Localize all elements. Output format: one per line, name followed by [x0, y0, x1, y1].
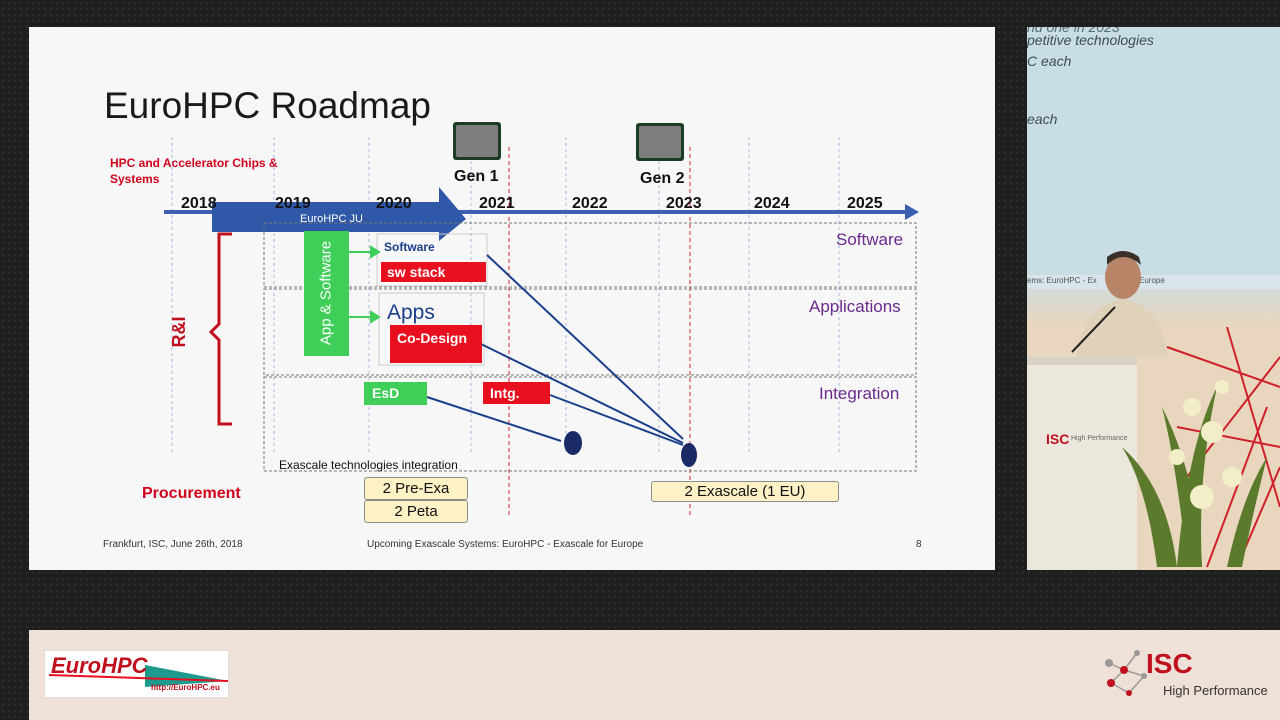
row-label-applications: Applications	[809, 297, 901, 316]
speaker-body	[1077, 299, 1167, 357]
screen-caption: ems: EuroHPC - Ex	[1027, 276, 1097, 285]
isc-logo-sub: High Performance	[1163, 683, 1268, 698]
podium	[1027, 357, 1137, 570]
speaker-head	[1105, 255, 1141, 299]
screen-text-line: C each	[1027, 53, 1072, 69]
apps-label: Apps	[387, 301, 435, 324]
green-arrows	[349, 245, 381, 324]
app-software-box: App & Software	[304, 231, 349, 356]
screen-caption: Europe	[1139, 276, 1165, 285]
presentation-slide: EuroHPC Roadmap HPC and Accelerator Chip…	[29, 27, 995, 570]
year-label: 2020	[376, 195, 412, 212]
footer-title: Upcoming Exascale Systems: EuroHPC - Exa…	[367, 539, 644, 550]
node-2022	[564, 431, 582, 455]
podium-isc-sub: High Performance	[1071, 435, 1128, 442]
year-label: 2023	[666, 195, 702, 212]
app-software-label: App & Software	[317, 240, 335, 346]
row-boxes	[263, 222, 917, 472]
sw-stack-box: sw stack	[381, 262, 486, 282]
page-number: 8	[916, 539, 922, 550]
intg-box: Intg.	[483, 382, 550, 404]
year-label: 2022	[572, 195, 608, 212]
pre-exa-box: 2 Pre-Exa	[364, 477, 468, 500]
speaker-hair	[1107, 251, 1141, 265]
esd-box: EsD	[364, 382, 427, 405]
year-label: 2024	[754, 195, 790, 212]
rni-bracket	[208, 232, 232, 426]
podium-isc-logo: ISC	[1046, 431, 1070, 447]
chip-gen2-icon	[636, 123, 684, 161]
integration-caption: Exascale technologies integration	[279, 458, 458, 472]
dependency-arrows	[426, 254, 684, 446]
year-label: 2025	[847, 195, 883, 212]
eurohpc-url: http://EuroHPC.eu	[151, 683, 220, 692]
procurement-label: Procurement	[142, 485, 241, 502]
screen-text-line: each	[1027, 111, 1058, 127]
eurohpc-logo: EuroHPC http://EuroHPC.eu	[44, 650, 229, 698]
slide-title: EuroHPC Roadmap	[104, 85, 431, 126]
microphone	[1071, 306, 1116, 353]
year-label: 2018	[181, 195, 217, 212]
screen-text-line: petitive technologies	[1027, 32, 1154, 48]
isc-logo: ISC High Performance	[1099, 648, 1269, 703]
inner-boxes	[376, 233, 488, 366]
software-small-label: Software	[384, 240, 435, 254]
eurohpc-ju-arrow	[212, 187, 466, 241]
roadmap-diagram	[164, 137, 919, 517]
speaker-video-panel: nd one in 2023 petitive technologies C e…	[1027, 27, 1280, 570]
co-design-box: Co-Design	[390, 325, 482, 363]
isc-logo-text: ISC	[1146, 648, 1193, 679]
chip-gen1-icon	[453, 122, 501, 160]
bottom-branding-bar: EuroHPC http://EuroHPC.eu ISC High Perfo…	[29, 630, 1280, 720]
timeline-arrowhead	[905, 204, 919, 220]
speaker-scene	[1027, 251, 1280, 570]
gen2-label: Gen 2	[640, 170, 685, 187]
exascale-box: 2 Exascale (1 EU)	[651, 481, 839, 502]
screen-caption-bar	[1027, 275, 1280, 289]
peta-box: 2 Peta	[364, 500, 468, 523]
row-label-integration: Integration	[819, 384, 900, 403]
rni-label: R&I	[169, 316, 189, 348]
eurohpc-ju-label: EuroHPC JU	[300, 213, 363, 225]
year-label: 2019	[275, 195, 311, 212]
chip-category-label: HPC and Accelerator Chips & Systems	[110, 156, 278, 186]
eurohpc-logo-text: EuroHPC	[51, 653, 148, 678]
node-2023	[681, 443, 697, 467]
gen1-label: Gen 1	[454, 168, 499, 185]
footer-location: Frankfurt, ISC, June 26th, 2018	[103, 539, 243, 550]
year-label: 2021	[479, 195, 515, 212]
year-guides	[171, 137, 840, 452]
isc-network-icon	[1105, 650, 1147, 696]
screen-text-line: nd one in 2023	[1027, 27, 1120, 35]
row-label-software: Software	[836, 230, 904, 249]
